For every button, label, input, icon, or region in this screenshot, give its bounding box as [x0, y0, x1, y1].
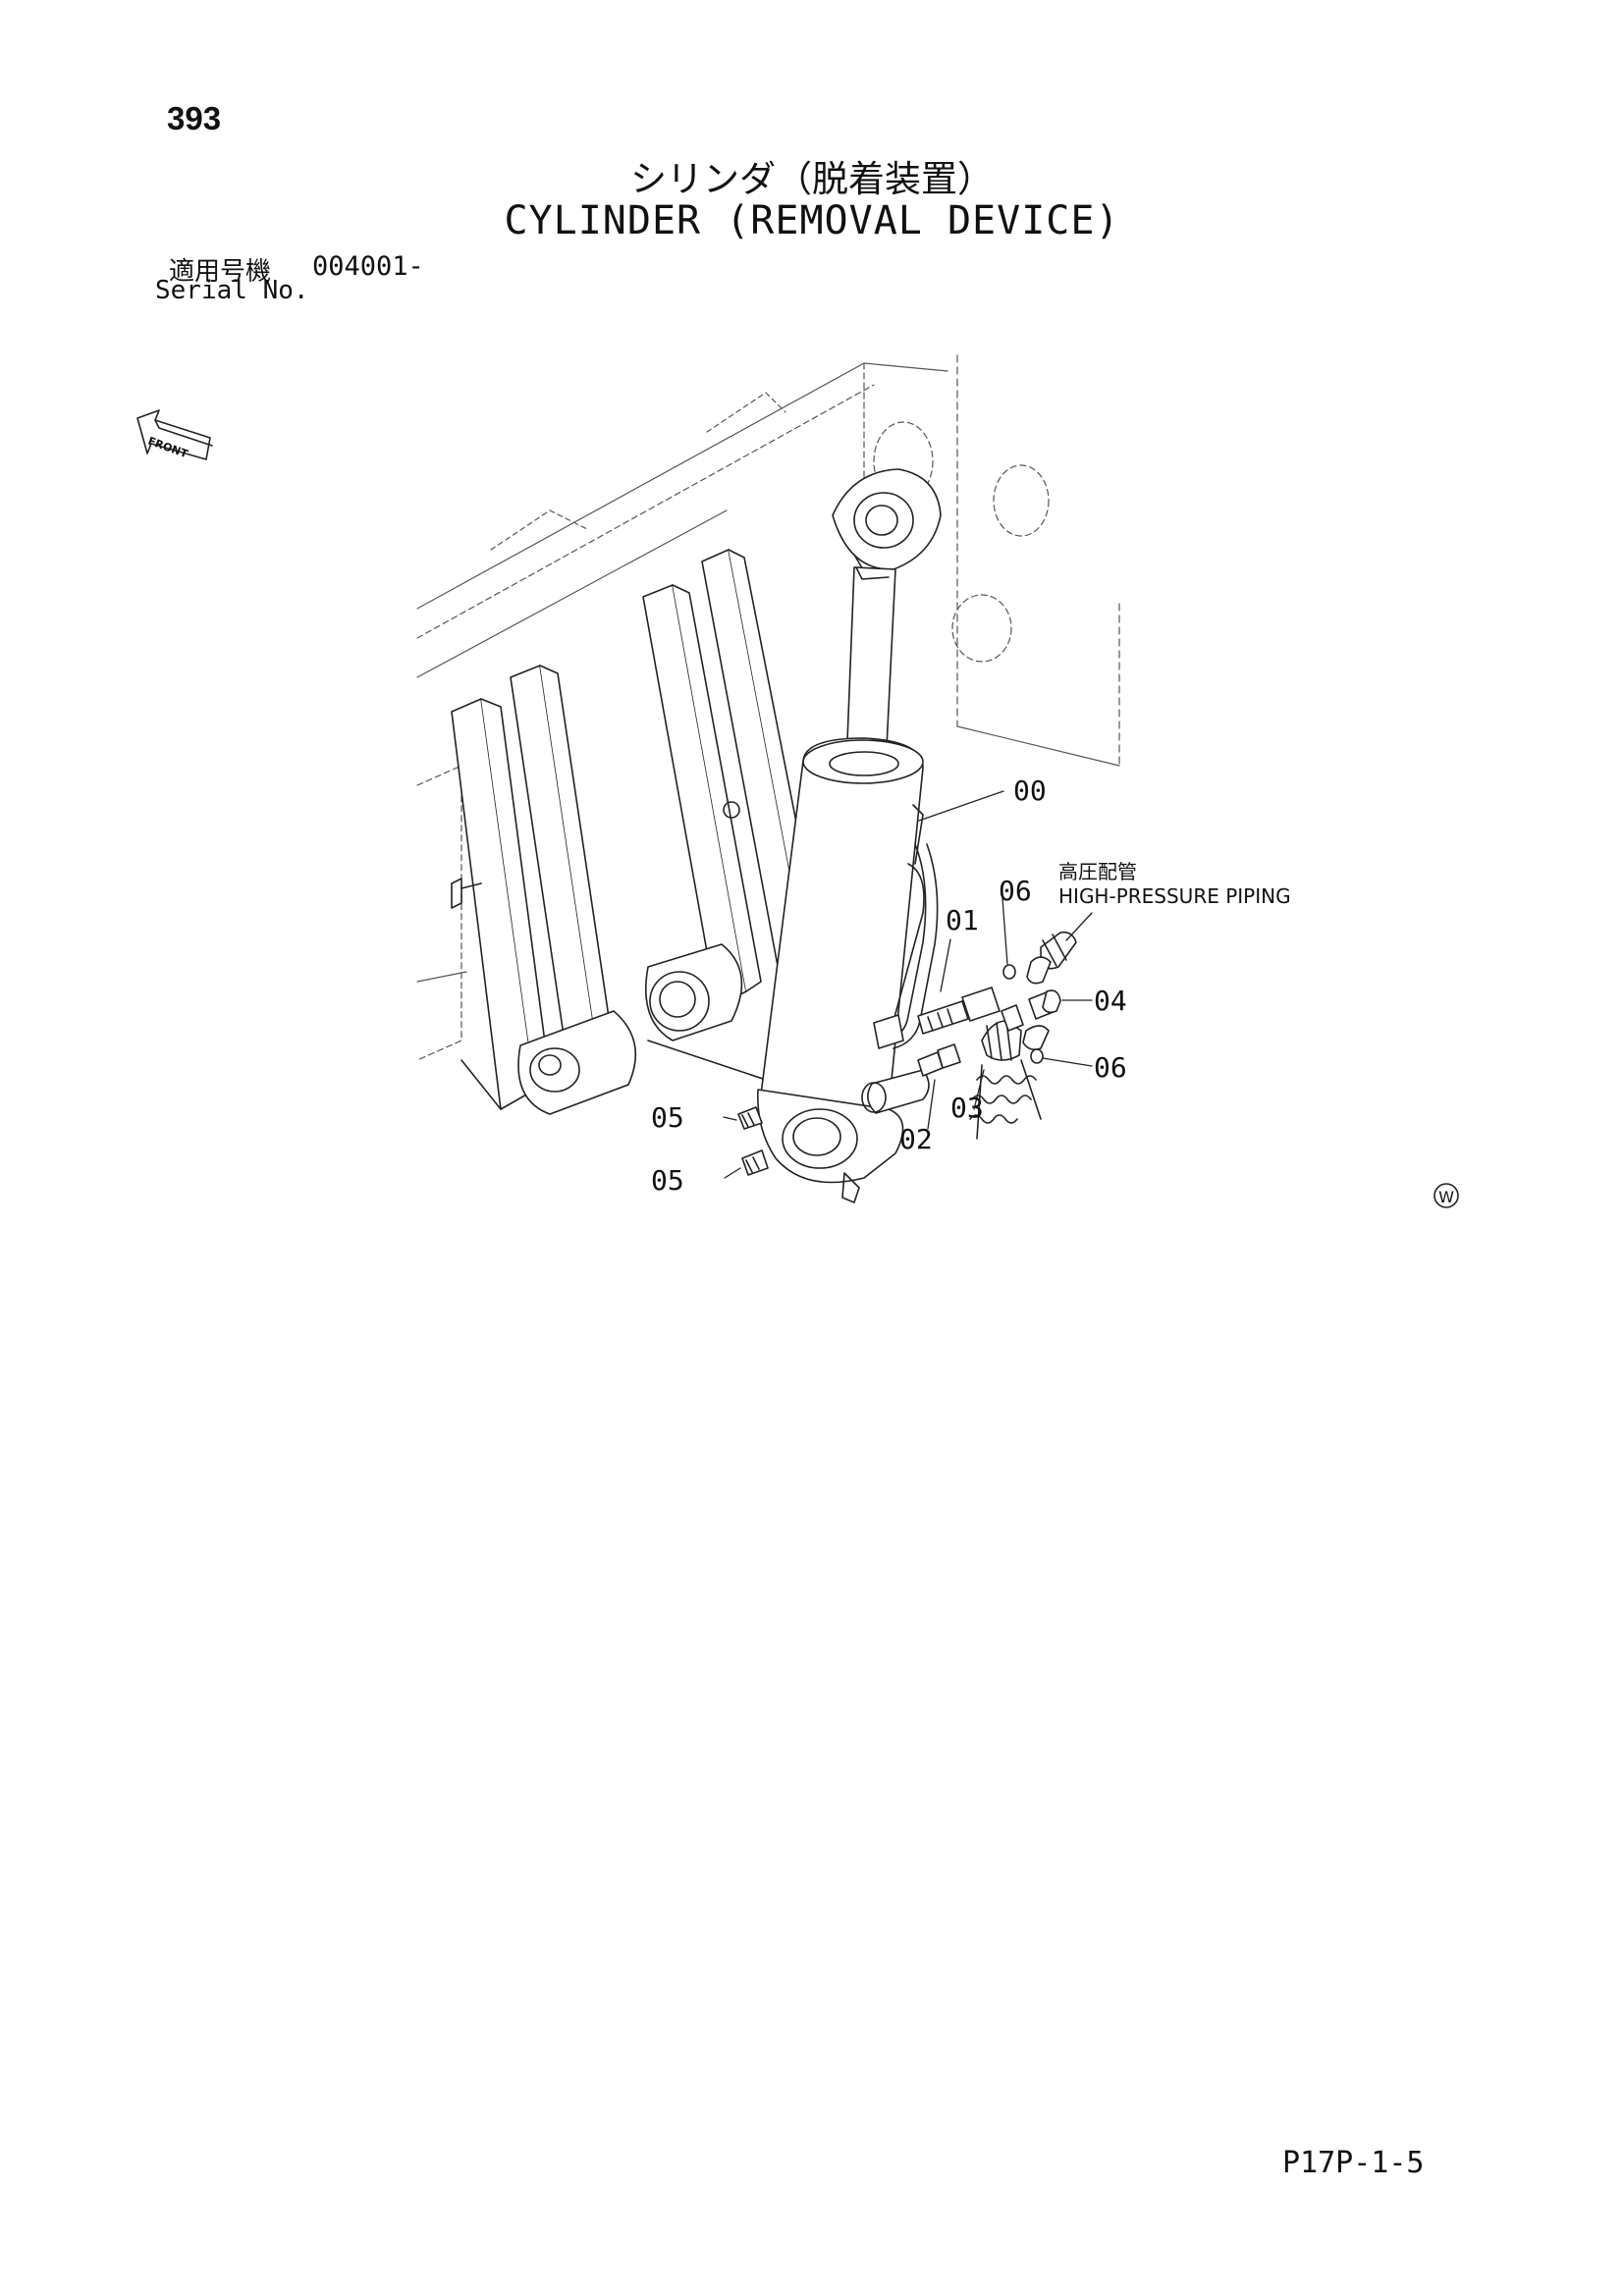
part-06-orings	[1002, 964, 1044, 1064]
piping-label-japanese: 高圧配管	[1058, 860, 1137, 883]
callout-00: 00	[1013, 774, 1047, 807]
serial-label-japanese: 適用号機	[169, 257, 272, 287]
part-04-adapter	[1028, 989, 1061, 1020]
serial-label-english: Serial No.	[155, 276, 309, 305]
part-01-fitting	[917, 987, 1001, 1035]
w-mark-icon	[1434, 1183, 1459, 1208]
callout-04: 04	[1094, 985, 1127, 1017]
callout-06-lower: 06	[1094, 1051, 1127, 1084]
page-number: 393	[167, 100, 222, 136]
cylinder-body	[757, 468, 942, 1203]
high-pressure-piping-end	[1026, 931, 1077, 985]
title-japanese: シリンダ（脱着装置）	[630, 158, 994, 200]
serial-number-value: 004001-	[312, 251, 424, 282]
callout-05-upper: 05	[651, 1101, 684, 1134]
title-english: CYLINDER (REMOVAL DEVICE)	[504, 198, 1120, 243]
mounting-plates	[451, 549, 821, 1115]
callout-03: 03	[950, 1092, 984, 1124]
page-code: P17P-1-5	[1282, 2146, 1425, 2180]
part-02-nipple	[917, 1043, 961, 1077]
callout-02: 02	[899, 1123, 933, 1155]
w-mark-letter: W	[1438, 1188, 1454, 1206]
callout-06-upper: 06	[999, 875, 1032, 907]
front-arrow-icon	[136, 409, 213, 460]
leader-lines	[723, 790, 1093, 1179]
callout-01: 01	[946, 904, 979, 936]
callout-05-lower: 05	[651, 1164, 684, 1197]
piping-label-english: HIGH-PRESSURE PIPING	[1058, 884, 1291, 908]
parts-diagram: 00 06 01 04 06 03 02 05 05 高圧配管 HIGH-PRE…	[136, 354, 1459, 1208]
part-03-hose-fitting	[969, 1004, 1050, 1140]
part-05-plugs	[737, 1106, 769, 1176]
frame-outline	[416, 354, 1120, 1061]
